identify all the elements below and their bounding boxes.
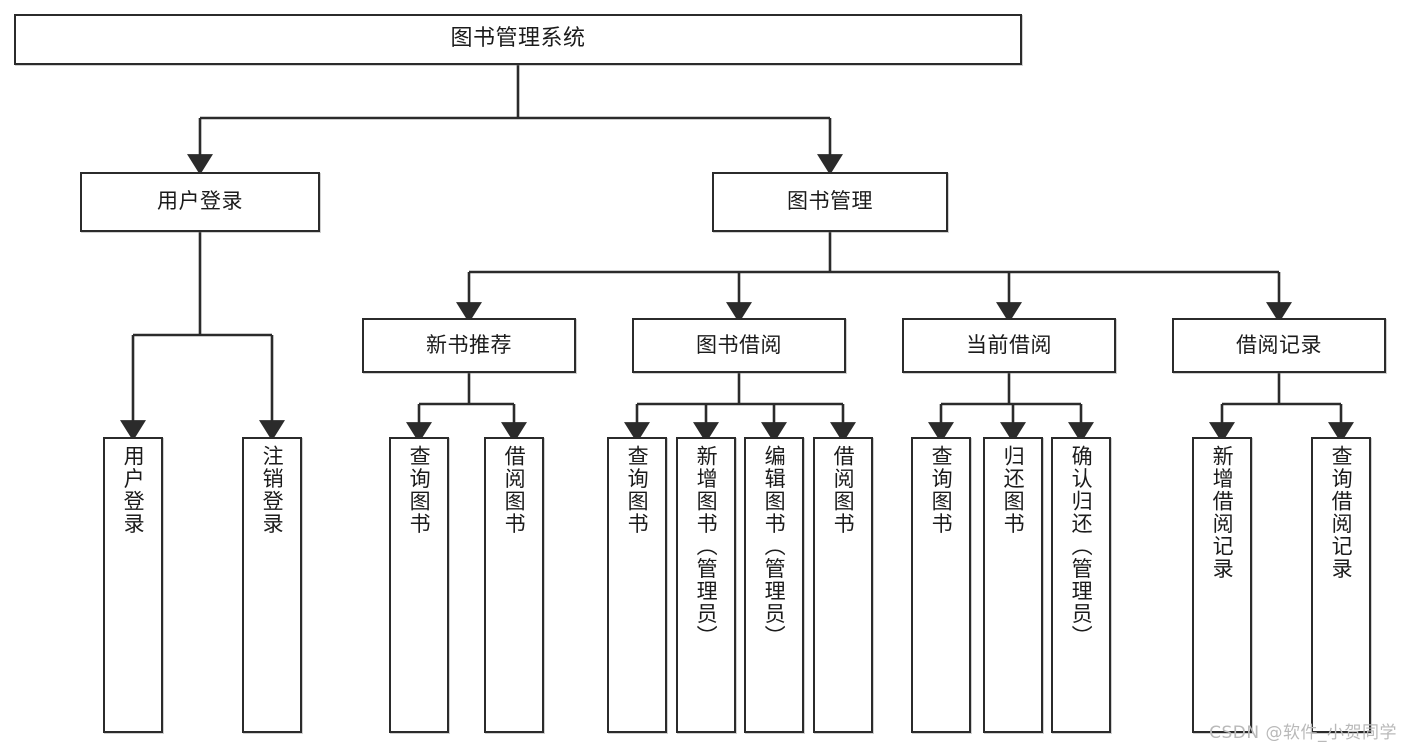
node-current-borrow[interactable]: 当前借阅 bbox=[902, 318, 1116, 373]
node-book-borrow[interactable]: 图书借阅 bbox=[632, 318, 846, 373]
node-leaf-query-book-1-label: 查询图书 bbox=[407, 445, 432, 535]
node-book-borrow-label: 图书借阅 bbox=[696, 332, 782, 357]
node-leaf-add-book-label: 新增图书（管理员） bbox=[694, 445, 719, 648]
node-leaf-query-book-3[interactable]: 查询图书 bbox=[911, 437, 971, 733]
node-leaf-user-login-label: 用户登录 bbox=[121, 445, 146, 535]
csdn-watermark: CSDN @软件_小贺同学 bbox=[1209, 723, 1397, 743]
node-leaf-borrow-book-2[interactable]: 借阅图书 bbox=[813, 437, 873, 733]
node-root[interactable]: 图书管理系统 bbox=[14, 14, 1022, 65]
node-leaf-confirm-return[interactable]: 确认归还（管理员） bbox=[1051, 437, 1111, 733]
node-leaf-query-record-label: 查询借阅记录 bbox=[1329, 445, 1354, 580]
node-book-management-label: 图书管理 bbox=[787, 189, 873, 214]
node-leaf-borrow-book-1-label: 借阅图书 bbox=[502, 445, 527, 535]
node-leaf-return-book-label: 归还图书 bbox=[1001, 445, 1026, 535]
node-leaf-user-logout-label: 注销登录 bbox=[260, 445, 285, 535]
node-new-book-recommend[interactable]: 新书推荐 bbox=[362, 318, 576, 373]
node-leaf-add-record-label: 新增借阅记录 bbox=[1210, 445, 1235, 580]
node-book-management[interactable]: 图书管理 bbox=[712, 172, 948, 232]
node-leaf-query-book-1[interactable]: 查询图书 bbox=[389, 437, 449, 733]
node-leaf-add-record[interactable]: 新增借阅记录 bbox=[1192, 437, 1252, 733]
node-leaf-add-book[interactable]: 新增图书（管理员） bbox=[676, 437, 736, 733]
node-leaf-user-logout[interactable]: 注销登录 bbox=[242, 437, 302, 733]
node-leaf-query-record[interactable]: 查询借阅记录 bbox=[1311, 437, 1371, 733]
node-borrow-record-label: 借阅记录 bbox=[1236, 332, 1322, 357]
node-new-book-recommend-label: 新书推荐 bbox=[426, 332, 512, 357]
node-leaf-borrow-book-2-label: 借阅图书 bbox=[831, 445, 856, 535]
node-leaf-user-login[interactable]: 用户登录 bbox=[103, 437, 163, 733]
node-user-login-label: 用户登录 bbox=[157, 189, 243, 214]
node-leaf-query-book-2[interactable]: 查询图书 bbox=[607, 437, 667, 733]
node-leaf-edit-book-label: 编辑图书（管理员） bbox=[762, 445, 787, 648]
node-borrow-record[interactable]: 借阅记录 bbox=[1172, 318, 1386, 373]
node-root-label: 图书管理系统 bbox=[450, 26, 586, 52]
node-leaf-edit-book[interactable]: 编辑图书（管理员） bbox=[744, 437, 804, 733]
node-leaf-borrow-book-1[interactable]: 借阅图书 bbox=[484, 437, 544, 733]
node-leaf-return-book[interactable]: 归还图书 bbox=[983, 437, 1043, 733]
node-leaf-query-book-2-label: 查询图书 bbox=[625, 445, 650, 535]
node-leaf-query-book-3-label: 查询图书 bbox=[929, 445, 954, 535]
node-current-borrow-label: 当前借阅 bbox=[966, 332, 1052, 357]
node-user-login[interactable]: 用户登录 bbox=[80, 172, 320, 232]
node-leaf-confirm-return-label: 确认归还（管理员） bbox=[1069, 445, 1094, 648]
